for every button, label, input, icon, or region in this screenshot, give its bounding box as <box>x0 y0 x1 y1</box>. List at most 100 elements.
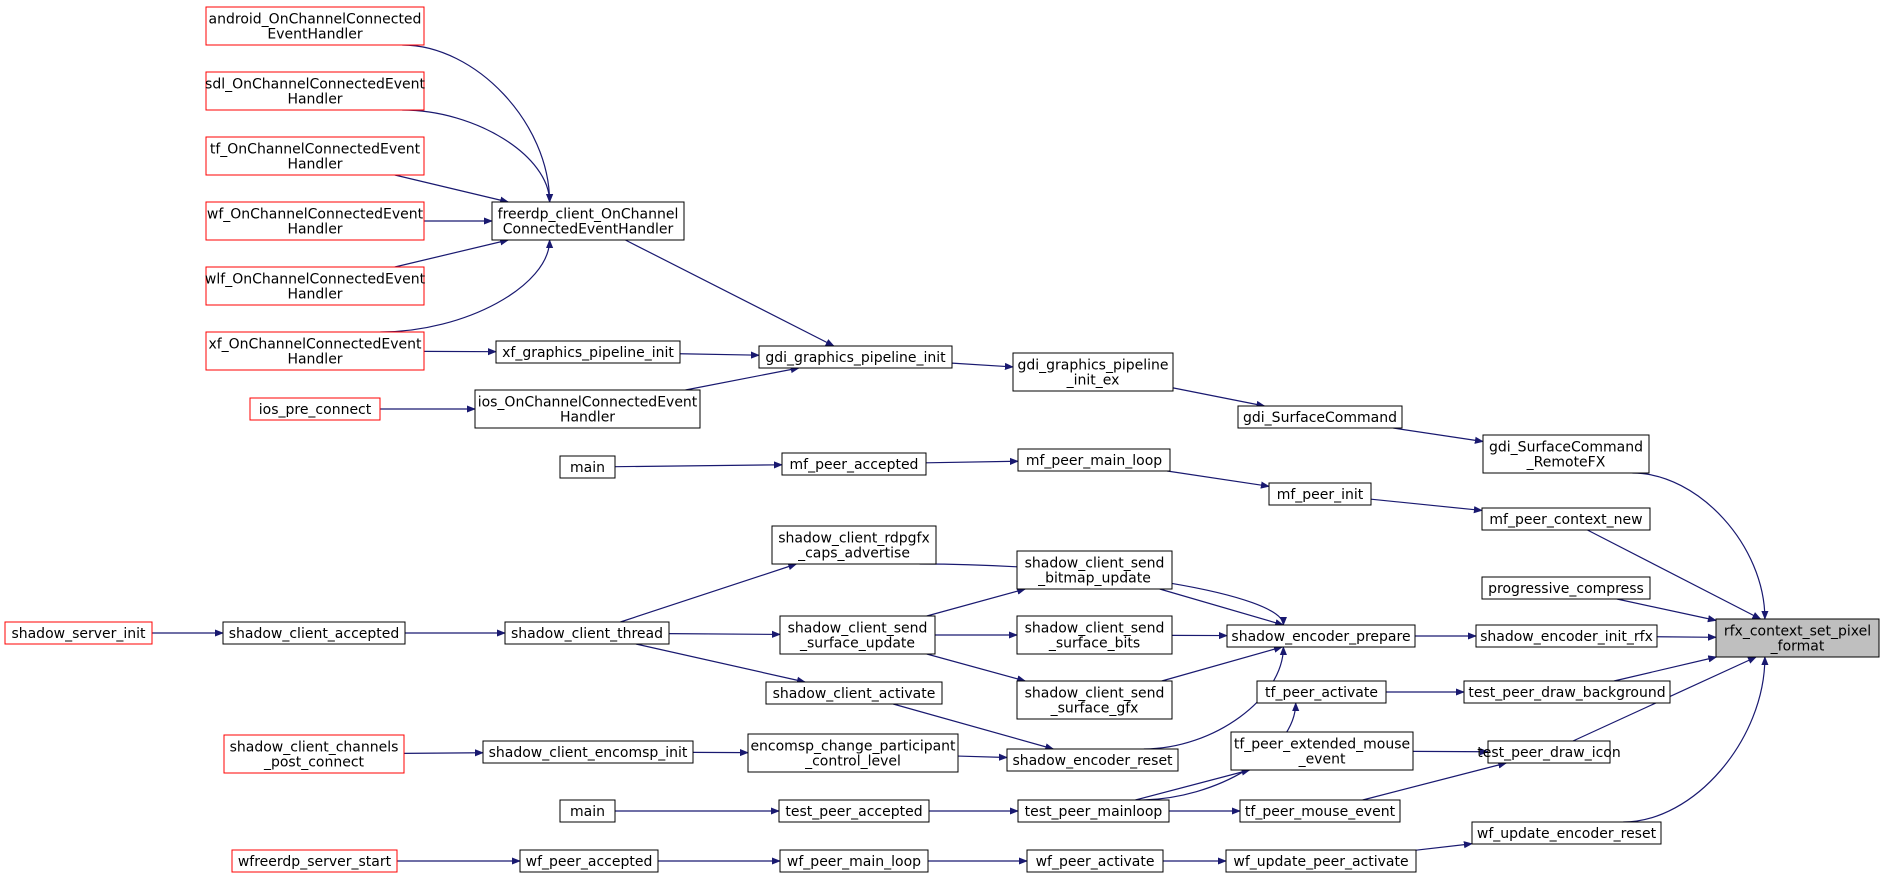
node-gdi_sc[interactable]: gdi_SurfaceCommand <box>1237 405 1403 429</box>
node-mf_pi[interactable]: mf_peer_init <box>1268 482 1372 506</box>
node-tf_ext[interactable]: tf_peer_extended_mouse_event <box>1230 731 1414 771</box>
node-wf_upa[interactable]: wf_update_peer_activate <box>1225 849 1417 873</box>
node-gdi_sc_rfx[interactable]: gdi_SurfaceCommand_RemoteFX <box>1482 434 1650 474</box>
node-main2[interactable]: main <box>559 799 616 823</box>
node-label: tf_peer_extended_mouse <box>1234 737 1410 753</box>
node-box <box>205 331 425 371</box>
edge-sc_sgfx-to-se_prep <box>1161 645 1283 682</box>
node-box <box>778 799 930 823</box>
node-label: shadow_client_thread <box>511 626 663 642</box>
node-label: shadow_client_channels <box>230 740 399 756</box>
node-gdi_gpi[interactable]: gdi_graphics_pipeline_init <box>758 345 953 369</box>
node-xf_gpi[interactable]: xf_graphics_pipeline_init <box>495 340 681 364</box>
node-tp_acc[interactable]: test_peer_accepted <box>778 799 930 823</box>
node-label: wf_peer_main_loop <box>787 854 921 870</box>
node-label: rfx_context_set_pixel <box>1724 624 1871 640</box>
node-ios_pre[interactable]: ios_pre_connect <box>249 397 381 421</box>
edge-xf_occ-to-freerdp_occ <box>380 239 554 333</box>
edge-tp_ml-to-tf_ext <box>1135 768 1251 801</box>
node-label: xf_graphics_pipeline_init <box>502 345 674 361</box>
edge-encomsp-to-se_reset <box>957 753 1008 761</box>
node-wf_pa[interactable]: wf_peer_accepted <box>519 849 659 873</box>
node-tp_ml[interactable]: test_peer_mainloop <box>1017 799 1170 823</box>
node-box <box>205 201 425 241</box>
node-label: shadow_client_encomsp_init <box>489 745 688 761</box>
node-label: _surface_bits <box>1048 636 1140 652</box>
edge-sc_cpc-to-sc_enc <box>403 749 484 757</box>
edge-tf_occ-to-freerdp_occ <box>394 174 510 204</box>
node-label: shadow_client_send <box>1025 556 1165 572</box>
node-prog[interactable]: progressive_compress <box>1481 576 1651 600</box>
node-label: _init_ex <box>1066 373 1120 389</box>
node-sc_rdpgfx[interactable]: shadow_client_rdpgfx_caps_advertise <box>771 525 937 565</box>
node-encomsp[interactable]: encomsp_change_participant_control_level <box>747 733 959 773</box>
node-se_prep[interactable]: shadow_encoder_prepare <box>1226 624 1416 648</box>
node-box <box>205 71 425 111</box>
node-mf_pcn[interactable]: mf_peer_context_new <box>1481 507 1651 531</box>
node-label: shadow_server_init <box>11 626 146 642</box>
node-mf_pml[interactable]: mf_peer_main_loop <box>1017 448 1171 472</box>
node-sc_acc[interactable]: shadow_client_accepted <box>222 621 406 645</box>
node-label: _surface_update <box>799 636 915 652</box>
node-box <box>771 525 937 565</box>
node-freerdp_occ[interactable]: freerdp_client_OnChannelConnectedEventHa… <box>491 201 685 241</box>
node-box <box>1487 740 1611 764</box>
node-box <box>1237 405 1403 429</box>
node-label: mf_peer_accepted <box>790 457 919 473</box>
node-sc_sbu[interactable]: shadow_client_send_bitmap_update <box>1016 550 1173 590</box>
node-box <box>222 621 406 645</box>
edge-gdi_sc_rfx-to-rfx <box>1632 472 1769 620</box>
node-label: wf_peer_accepted <box>526 854 653 870</box>
node-gdi_gpi_ex[interactable]: gdi_graphics_pipeline_init_ex <box>1012 352 1174 392</box>
node-mf_pa[interactable]: mf_peer_accepted <box>781 452 927 476</box>
node-tp_bg[interactable]: test_peer_draw_background <box>1463 680 1671 704</box>
node-box <box>205 6 425 46</box>
node-label: progressive_compress <box>1488 581 1644 597</box>
node-sc_act[interactable]: shadow_client_activate <box>765 681 943 705</box>
node-wf_uer[interactable]: wf_update_encoder_reset <box>1471 821 1662 845</box>
edge-sc_thread-to-sc_act <box>635 643 806 684</box>
node-sc_ssb[interactable]: shadow_client_send_surface_bits <box>1016 615 1173 655</box>
node-box <box>1017 448 1171 472</box>
node-box <box>1482 434 1650 474</box>
node-wf_act[interactable]: wf_peer_activate <box>1026 849 1164 873</box>
node-rfx: rfx_context_set_pixel_format <box>1715 618 1880 658</box>
node-tf_mouse[interactable]: tf_peer_mouse_event <box>1239 799 1401 823</box>
edge-gdi_gpi_ex-to-gdi_sc <box>1172 387 1266 408</box>
node-se_init_rfx[interactable]: shadow_encoder_init_rfx <box>1475 624 1658 648</box>
node-tp_icon[interactable]: test_peer_draw_icon <box>1477 740 1621 764</box>
node-label: wf_update_encoder_reset <box>1477 826 1657 842</box>
node-label: wlf_OnChannelConnectedEvent <box>205 272 426 288</box>
node-label: wf_update_peer_activate <box>1233 854 1408 870</box>
node-box <box>1471 821 1662 845</box>
node-sc_sgfx[interactable]: shadow_client_send_surface_gfx <box>1016 680 1173 720</box>
edge-sc_act-to-se_reset <box>892 703 1055 751</box>
node-label: ios_OnChannelConnectedEvent <box>478 395 698 411</box>
node-box <box>559 799 616 823</box>
node-box <box>1256 680 1387 704</box>
edge-xf_gpi-to-gdi_gpi <box>679 351 760 359</box>
node-wf_start[interactable]: wfreerdp_server_start <box>231 849 398 873</box>
node-tf_act[interactable]: tf_peer_activate <box>1256 680 1387 704</box>
node-box <box>205 266 425 306</box>
node-se_reset[interactable]: shadow_encoder_reset <box>1006 748 1179 772</box>
node-main1[interactable]: main <box>559 455 616 479</box>
node-label: shadow_encoder_reset <box>1012 753 1173 769</box>
node-sc_cpc[interactable]: shadow_client_channels_post_connect <box>223 734 405 774</box>
node-sc_thread[interactable]: shadow_client_thread <box>504 621 670 645</box>
node-label: sdl_OnChannelConnectedEvent <box>205 77 425 93</box>
node-box <box>1481 507 1651 531</box>
node-ss_init[interactable]: shadow_server_init <box>4 621 153 645</box>
node-wf_pml[interactable]: wf_peer_main_loop <box>779 849 929 873</box>
node-label: shadow_encoder_prepare <box>1231 629 1410 645</box>
node-sc_ssu[interactable]: shadow_client_send_surface_update <box>779 615 936 655</box>
node-sc_enc[interactable]: shadow_client_encomsp_init <box>482 740 694 764</box>
